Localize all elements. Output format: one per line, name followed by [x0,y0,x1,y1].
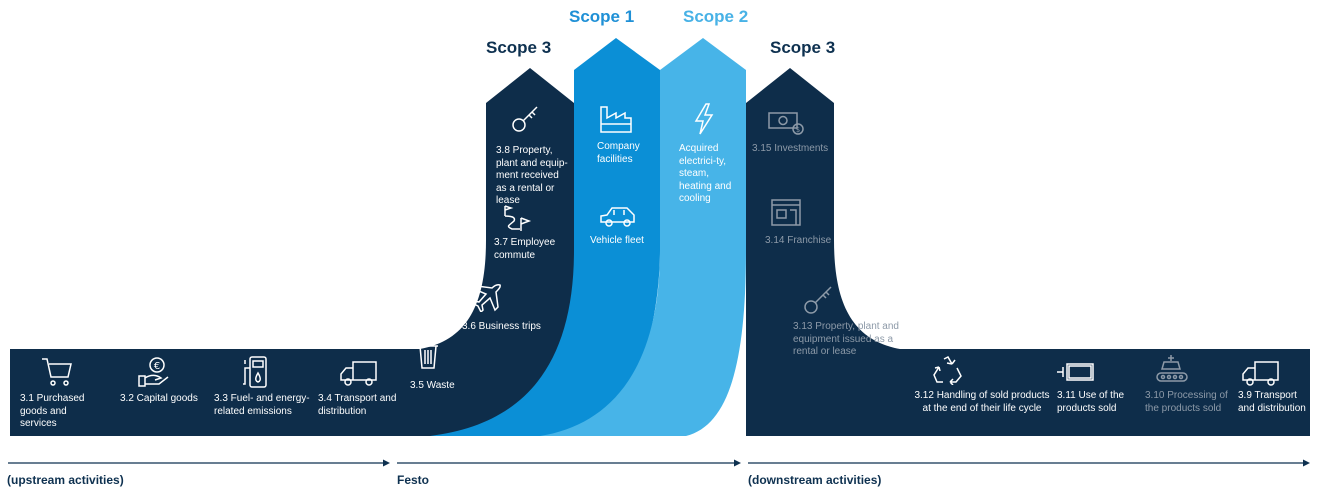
downstream-label-3-12: 3.12 Handling of sold products at the en… [914,390,1050,414]
upstream-label-3-6: 3.6 Business trips [462,321,541,332]
downstream-label-3-9: 3.9 Transport and distribution [1238,390,1306,414]
upstream-label-3-3: 3.3 Fuel- and energy-related emissions [214,393,310,417]
key-icon [804,286,832,314]
upstream-label-3-4: 3.4 Transport and distribution [318,393,397,417]
upstream-label-3-2: 3.2 Capital goods [120,393,198,404]
factory-icon [600,106,632,133]
scope3-downstream-heading: Scope 3 [770,38,836,57]
key-icon [512,106,538,132]
trash-icon [418,341,438,369]
money-icon: $ [768,112,804,135]
downstream-label-3-15: 3.15 Investments [752,143,829,154]
downstream-label-3-14: 3.14 Franchise [765,235,832,246]
upstream-label-3-8: 3.8 Property, plant and equip-ment recei… [496,145,568,206]
svg-text:€: € [154,361,160,372]
car-icon [600,207,635,227]
euro-hand-icon: € [138,357,169,387]
downstream-label-3-10: 3.10 Processing of the products sold [1145,390,1228,414]
lightning-icon [694,103,714,135]
upstream-label-3-7: 3.7 Employee commute [494,237,556,261]
battery-icon [1057,363,1094,381]
svg-text:$: $ [796,126,800,134]
downstream-label-3-13: 3.13 Property, plant and equipment issue… [793,321,899,357]
store-icon [771,199,801,226]
truck-icon [340,361,377,386]
scope2-heading: Scope 2 [683,7,749,26]
fuel-pump-icon [243,356,267,388]
airplane-icon [470,284,501,312]
scope3-upstream-heading: Scope 3 [486,38,552,57]
upstream-label-3-5: 3.5 Waste [410,380,455,391]
axis-label-upstream: (upstream activities) [7,473,124,487]
scope2-arrow [540,38,746,436]
truck-icon [1242,361,1279,386]
axis-label-downstream: (downstream activities) [748,473,882,487]
downstream-band [746,68,1310,436]
scope2-label-acquired: Acquired electrici-ty, steam, heating an… [679,143,732,204]
axis-arrows [8,459,1310,467]
scope1-arrow [430,38,660,436]
axis-label-festo: Festo [397,473,430,487]
recycle-icon [933,356,962,385]
scope1-label-fleet: Vehicle fleet [590,235,644,246]
downstream-label-3-11: 3.11 Use of the products sold [1057,390,1125,414]
route-flag-icon [504,205,532,231]
cart-icon [42,358,72,386]
scope1-label-facilities: Company facilities [597,141,640,165]
upstream-label-3-1: 3.1 Purchased goods and services [20,393,85,429]
conveyor-icon [1156,355,1188,382]
upstream-band [10,68,574,436]
scope1-heading: Scope 1 [569,7,635,26]
